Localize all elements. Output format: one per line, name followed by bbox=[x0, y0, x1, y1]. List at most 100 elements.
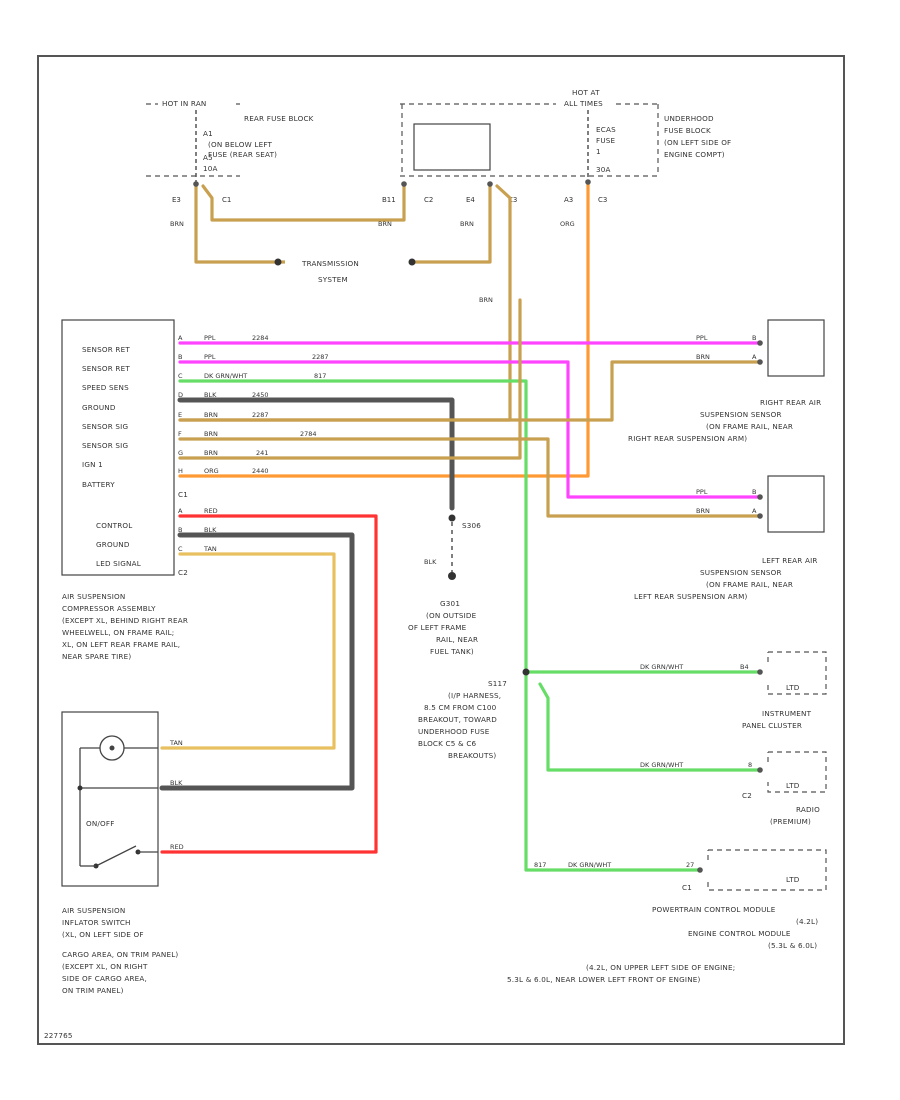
rear-fuse-pin: E3 bbox=[172, 196, 181, 204]
inflator-switch: ON/OFF AIR SUSPENSION INFLATOR SWITCH (X… bbox=[61, 711, 178, 995]
org-wire bbox=[178, 180, 590, 478]
ground-name: G301 bbox=[440, 599, 460, 608]
c2-wires: A RED B BLK C TAN TAN BLK RED bbox=[159, 507, 378, 854]
pcm-connector: C1 bbox=[682, 883, 692, 892]
cluster-desc: INSTRUMENT bbox=[762, 709, 812, 718]
wire-color: PPL bbox=[204, 334, 216, 342]
c1-wire-labels: A PPL 2284 B PPL 2287 C DK GRN/WHT 817 D… bbox=[178, 334, 329, 475]
underhood-pin: B11 bbox=[382, 196, 396, 204]
compressor-box bbox=[61, 319, 175, 576]
transmission-connector-dot bbox=[408, 258, 416, 266]
module-inner: LTD bbox=[786, 875, 800, 884]
compressor-desc: (EXCEPT XL, BEHIND RIGHT REAR bbox=[62, 616, 188, 625]
pcm-desc: (4.2L, ON UPPER LEFT SIDE OF ENGINE; bbox=[586, 963, 735, 972]
sensor-wire-color: BRN bbox=[696, 353, 710, 361]
wire-color: BRN bbox=[204, 449, 218, 457]
splice-s117: S117 (I/P HARNESS, 8.5 CM FROM C100 BREA… bbox=[418, 668, 762, 872]
rear-fuse-desc: REAR FUSE BLOCK bbox=[244, 114, 314, 123]
instrument-panel-cluster: DK GRN/WHT B4 LTD INSTRUMENT PANEL CLUST… bbox=[640, 651, 827, 730]
brn-wire bbox=[178, 298, 522, 460]
splice-s117-desc: (I/P HARNESS, bbox=[448, 691, 501, 700]
c1-wires bbox=[177, 298, 762, 674]
module-circuit: 817 bbox=[534, 861, 546, 869]
ground-g301: S306 BLK G301 (ON OUTSIDE OF LEFT FRAME … bbox=[408, 514, 481, 656]
brn-drop-label: BRN bbox=[479, 296, 493, 304]
pcm-desc: (4.2L) bbox=[796, 917, 818, 926]
ground-desc: RAIL, NEAR bbox=[436, 635, 478, 644]
underhood-hot-label: HOT AT bbox=[572, 88, 600, 97]
splice-label: S306 bbox=[462, 521, 481, 530]
module-wire-color: DK GRN/WHT bbox=[640, 663, 683, 671]
compressor-pin-label: LED SIGNAL bbox=[96, 559, 141, 568]
compressor-connector-label: C2 bbox=[178, 568, 188, 577]
wire-color: BRN bbox=[204, 411, 218, 419]
wire-pin: A bbox=[178, 507, 183, 515]
rear-fuse-hot-label: HOT IN RAN bbox=[162, 99, 207, 108]
dk-grn-wht-wire bbox=[178, 379, 528, 674]
wire-circuit: 2287 bbox=[252, 411, 269, 419]
powertrain-control-module: 817 DK GRN/WHT 27 LTD C1 POWERTRAIN CONT… bbox=[507, 849, 827, 984]
wire-pin: H bbox=[178, 467, 183, 475]
tan-wire bbox=[160, 552, 336, 750]
blk-wire bbox=[159, 532, 355, 791]
switch-wire-color: BLK bbox=[170, 779, 183, 787]
switch-desc: INFLATOR SWITCH bbox=[62, 918, 131, 927]
compressor-desc: COMPRESSOR ASSEMBLY bbox=[62, 604, 156, 613]
sensor-pin: B bbox=[752, 334, 756, 342]
rear-fuse-number: A5 bbox=[203, 153, 213, 162]
dk-grn-wht-wire bbox=[538, 682, 762, 772]
compressor-desc: WHEELWELL, ON FRAME RAIL; bbox=[62, 628, 174, 637]
splice-dot bbox=[522, 668, 530, 676]
splice-s117-desc: BREAKOUTS) bbox=[448, 751, 496, 760]
underhood-desc: FUSE BLOCK bbox=[664, 126, 711, 135]
switch-desc: CARGO AREA, ON TRIM PANEL) bbox=[62, 950, 178, 959]
left-sensor-desc: LEFT REAR SUSPENSION ARM) bbox=[634, 592, 748, 601]
compressor-pin-label: BATTERY bbox=[82, 480, 115, 489]
right-sensor-desc: RIGHT REAR SUSPENSION ARM) bbox=[628, 434, 747, 443]
module-pin: 8 bbox=[748, 761, 752, 769]
diagram-frame bbox=[37, 55, 845, 1045]
module-inner: LTD bbox=[786, 683, 800, 692]
radio-connector: C2 bbox=[742, 791, 752, 800]
module-pin: B4 bbox=[740, 663, 749, 671]
left-rear-sensor: PPL B BRN A LEFT REAR AIR SUSPENSION SEN… bbox=[634, 475, 825, 601]
underhood-desc: UNDERHOOD bbox=[664, 114, 714, 123]
ground-desc: OF LEFT FRAME bbox=[408, 623, 467, 632]
rear-fuse-number: A1 bbox=[203, 129, 213, 138]
switch-wire-color: RED bbox=[170, 843, 184, 851]
wire-pin: C bbox=[178, 545, 183, 553]
wire-color: BRN bbox=[204, 430, 218, 438]
module-pin: 27 bbox=[686, 861, 694, 869]
figure-id: 227765 bbox=[44, 1031, 73, 1040]
sensor-pin: A bbox=[752, 507, 757, 515]
transmission-label: TRANSMISSION bbox=[301, 259, 359, 268]
splice-s117-desc: 8.5 CM FROM C100 bbox=[424, 703, 497, 712]
connector-pins bbox=[193, 179, 763, 873]
underhood-pin: A3 bbox=[564, 196, 573, 204]
ppl-wire bbox=[178, 360, 762, 499]
red-wire bbox=[160, 514, 378, 854]
splice-s117-desc: BREAKOUT, TOWARD bbox=[418, 715, 497, 724]
wire-circuit: 241 bbox=[256, 449, 268, 457]
wire-color: TAN bbox=[203, 545, 217, 553]
wire-circuit: 2784 bbox=[300, 430, 317, 438]
right-sensor-desc: RIGHT REAR AIR bbox=[760, 398, 821, 407]
wire-pin: B bbox=[178, 526, 182, 534]
ground-wire-color: BLK bbox=[424, 558, 437, 566]
wire-color: PPL bbox=[204, 353, 216, 361]
right-sensor-box bbox=[767, 319, 825, 377]
sensor-pin: B bbox=[752, 488, 756, 496]
compressor-pin-label: IGN 1 bbox=[82, 460, 103, 469]
underhood-fuse-rating: 30A bbox=[596, 165, 611, 174]
right-rear-sensor: PPL B BRN A RIGHT REAR AIR SUSPENSION SE… bbox=[628, 319, 825, 443]
sensor-wire-color: BRN bbox=[696, 507, 710, 515]
compressor-pin-label: SENSOR RET bbox=[82, 364, 130, 373]
brn-wire bbox=[178, 437, 762, 518]
wire-color: ORG bbox=[204, 467, 219, 475]
rear-fuse-block: HOT IN RAN A1 A5 10A REAR FUSE BLOCK (ON… bbox=[146, 99, 314, 228]
rear-fuse-rating: 10A bbox=[203, 164, 218, 173]
compressor-assembly: SENSOR RET SENSOR RET SPEED SENS GROUND … bbox=[61, 319, 188, 661]
compressor-desc: XL, ON LEFT REAR FRAME RAIL, bbox=[62, 640, 180, 649]
transmission-connector-dot bbox=[274, 258, 282, 266]
compressor-connector-label: C1 bbox=[178, 490, 188, 499]
